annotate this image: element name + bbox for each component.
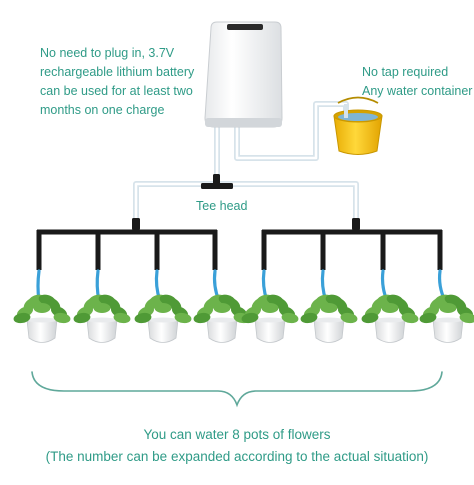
potted-plant-icon: [134, 294, 192, 343]
tee-head-label: Tee head: [196, 199, 248, 213]
caption-line-1: You can water 8 pots of flowers: [143, 427, 331, 442]
manifold-connectors: [132, 218, 360, 230]
water-source-note-line: Any water container: [362, 84, 473, 98]
grouping-brace: [31, 371, 443, 408]
battery-note-line: rechargeable lithium battery: [40, 65, 195, 79]
potted-plant-icon: [13, 294, 71, 343]
potted-plant-icon: [300, 294, 358, 343]
potted-plants: [13, 294, 474, 343]
tee-head-fitting: [201, 174, 233, 189]
battery-note-line: No need to plug in, 3.7V: [40, 46, 175, 60]
caption: You can water 8 pots of flowers (The num…: [0, 424, 474, 468]
water-bucket-icon: [333, 96, 383, 155]
battery-note-line: months on one charge: [40, 103, 165, 117]
left-manifold: [36, 229, 218, 270]
water-source-note: No tap required Any water container: [362, 63, 472, 101]
right-manifold: [261, 229, 443, 270]
pump-device-icon: [204, 21, 283, 128]
potted-plant-icon: [73, 294, 131, 343]
battery-note: No need to plug in, 3.7V rechargeable li…: [40, 44, 194, 120]
potted-plant-icon: [241, 294, 299, 343]
potted-plant-icon: [361, 294, 419, 343]
caption-line-2: (The number can be expanded according to…: [45, 449, 429, 464]
potted-plant-icon: [419, 294, 474, 343]
battery-note-line: can be used for at least two: [40, 84, 193, 98]
water-source-note-line: No tap required: [362, 65, 449, 79]
